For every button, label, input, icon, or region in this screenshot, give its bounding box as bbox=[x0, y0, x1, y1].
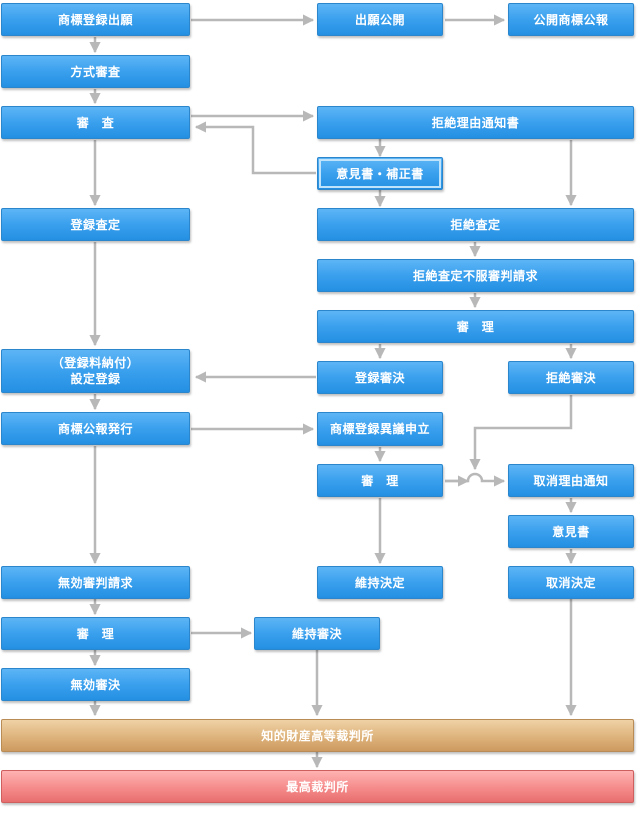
node-refusal-notice[interactable]: 拒絶理由通知書 bbox=[317, 106, 634, 139]
arrow-opinion-back-to-examination bbox=[194, 121, 316, 175]
node-invalidation-ruling[interactable]: 無効審決 bbox=[1, 668, 190, 701]
node-invalidation-trial[interactable]: 審 理 bbox=[1, 617, 190, 650]
node-cancellation-decision[interactable]: 取消決定 bbox=[508, 566, 634, 599]
node-appeal-trial[interactable]: 審 理 bbox=[317, 310, 634, 343]
arrow-opposition-trial-to-cancellation-notice bbox=[445, 472, 506, 487]
node-registration-payment[interactable]: （登録料納付） 設定登録 bbox=[1, 349, 190, 393]
node-appeal-registration[interactable]: 登録審決 bbox=[317, 361, 443, 394]
node-opinion-amendment[interactable]: 意見書・補正書 bbox=[317, 157, 443, 190]
node-opinion[interactable]: 意見書 bbox=[508, 515, 634, 548]
node-appeal-refusal[interactable]: 拒絶審決 bbox=[508, 361, 634, 394]
node-opposition[interactable]: 商標登録異議申立 bbox=[317, 412, 443, 446]
node-maintenance-decision[interactable]: 維持決定 bbox=[317, 566, 443, 599]
node-publication[interactable]: 出願公開 bbox=[317, 3, 443, 36]
arrow-appeal-refusal-to-court bbox=[469, 395, 573, 471]
node-supreme-court[interactable]: 最高裁判所 bbox=[1, 770, 634, 803]
node-published-gazette[interactable]: 公開商標公報 bbox=[508, 3, 634, 36]
node-appeal-request[interactable]: 拒絶査定不服審判請求 bbox=[317, 259, 634, 292]
node-invalidation-request[interactable]: 無効審判請求 bbox=[1, 566, 190, 599]
node-refusal-decision[interactable]: 拒絶査定 bbox=[317, 208, 634, 241]
node-ip-high-court[interactable]: 知的財産高等裁判所 bbox=[1, 719, 634, 752]
node-maintenance-ruling[interactable]: 維持審決 bbox=[254, 617, 380, 650]
node-cancellation-notice[interactable]: 取消理由通知 bbox=[508, 464, 634, 497]
node-registration-decision[interactable]: 登録査定 bbox=[1, 208, 190, 241]
node-examination[interactable]: 審 査 bbox=[1, 106, 190, 139]
node-trademark-gazette[interactable]: 商標公報発行 bbox=[1, 412, 190, 445]
node-formal-examination[interactable]: 方式審査 bbox=[1, 55, 190, 88]
node-application[interactable]: 商標登録出願 bbox=[1, 3, 190, 36]
node-opposition-trial[interactable]: 審 理 bbox=[317, 464, 443, 497]
